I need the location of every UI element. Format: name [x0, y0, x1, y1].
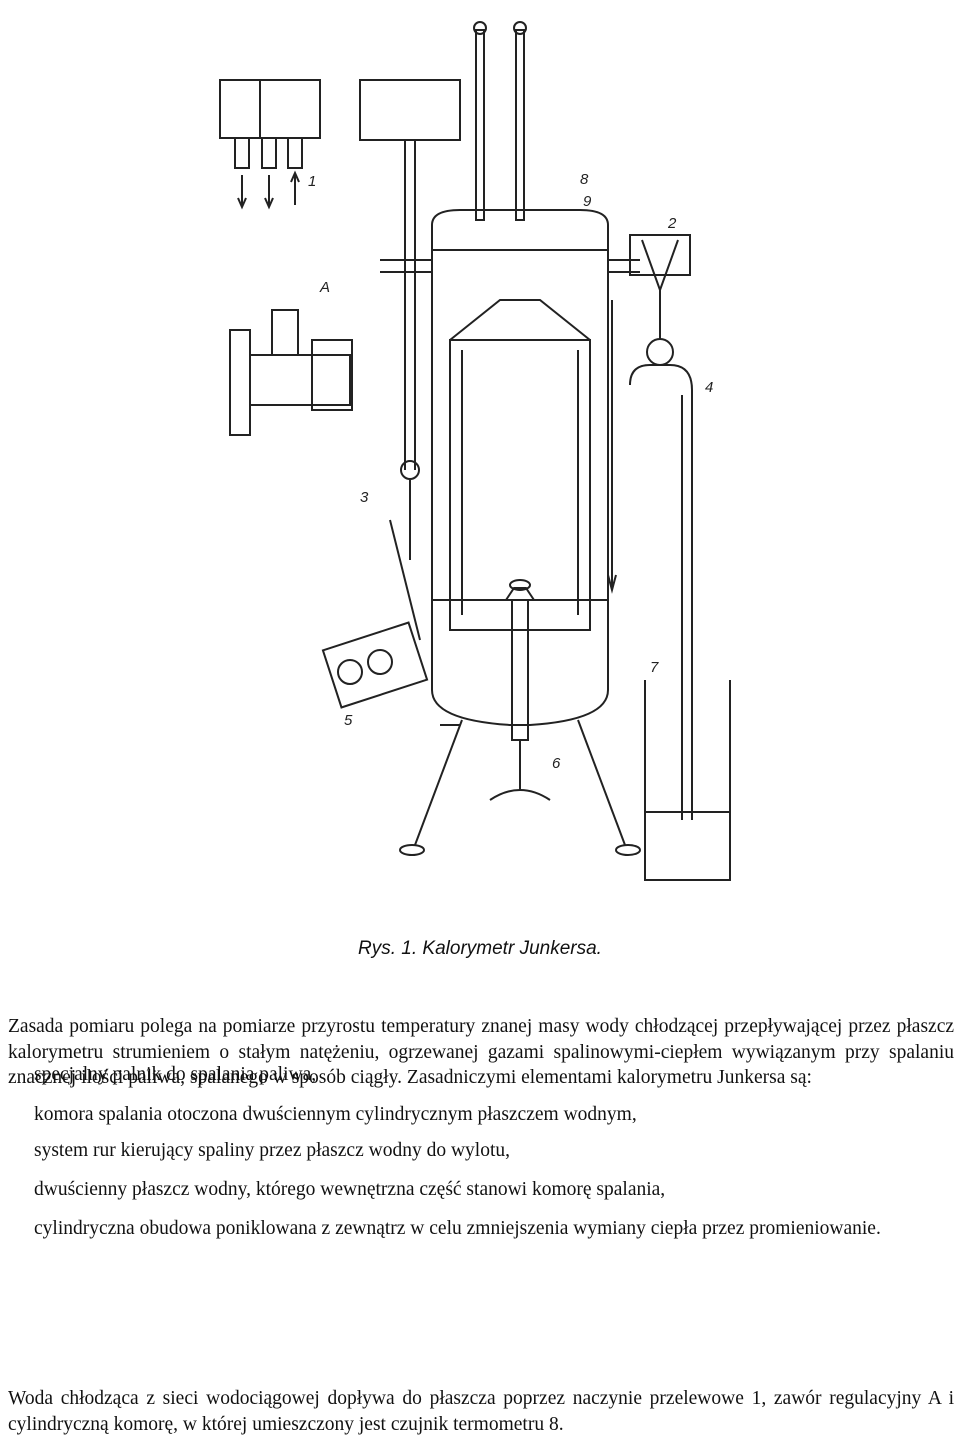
calorimeter-figure: A 1 2 3 4 5 6 7 8 9	[200, 0, 760, 900]
label-5: 5	[344, 712, 353, 729]
overflow-vessel	[359, 79, 461, 141]
label-7: 7	[650, 659, 659, 676]
label-1: 1	[308, 173, 316, 190]
figure-caption: Rys. 1. Kalorymetr Junkersa.	[358, 938, 602, 959]
beaker	[644, 680, 731, 881]
combustion-chamber	[449, 339, 591, 631]
paragraph-intro: Zasada pomiaru polega na pomiarze przyro…	[8, 1016, 954, 1088]
label-A: A	[319, 279, 330, 296]
list-item: specjalny palnik do spalania paliwa,	[34, 1064, 317, 1085]
calorimeter-drawing: A 1 2 3 4 5 6 7 8 9	[219, 21, 731, 881]
list-item: cylindryczna obudowa poniklowana z zewną…	[34, 1218, 881, 1239]
label-4: 4	[705, 379, 713, 396]
list-item: dwuścienny płaszcz wodny, którego wewnęt…	[34, 1179, 666, 1200]
calorimeter-body	[431, 209, 609, 726]
list-item: system rur kierujący spaliny przez płasz…	[34, 1140, 510, 1161]
label-2: 2	[667, 215, 677, 232]
label-6: 6	[552, 755, 561, 772]
list-item: komora spalania otoczona dwuściennym cyl…	[34, 1104, 637, 1125]
label-3: 3	[360, 489, 369, 506]
burner	[511, 599, 529, 741]
paragraph-water-flow: Woda chłodząca z sieci wodociągowej dopł…	[8, 1388, 954, 1435]
label-8: 8	[580, 171, 589, 188]
inset-vessel	[219, 79, 321, 139]
label-9: 9	[583, 193, 592, 210]
